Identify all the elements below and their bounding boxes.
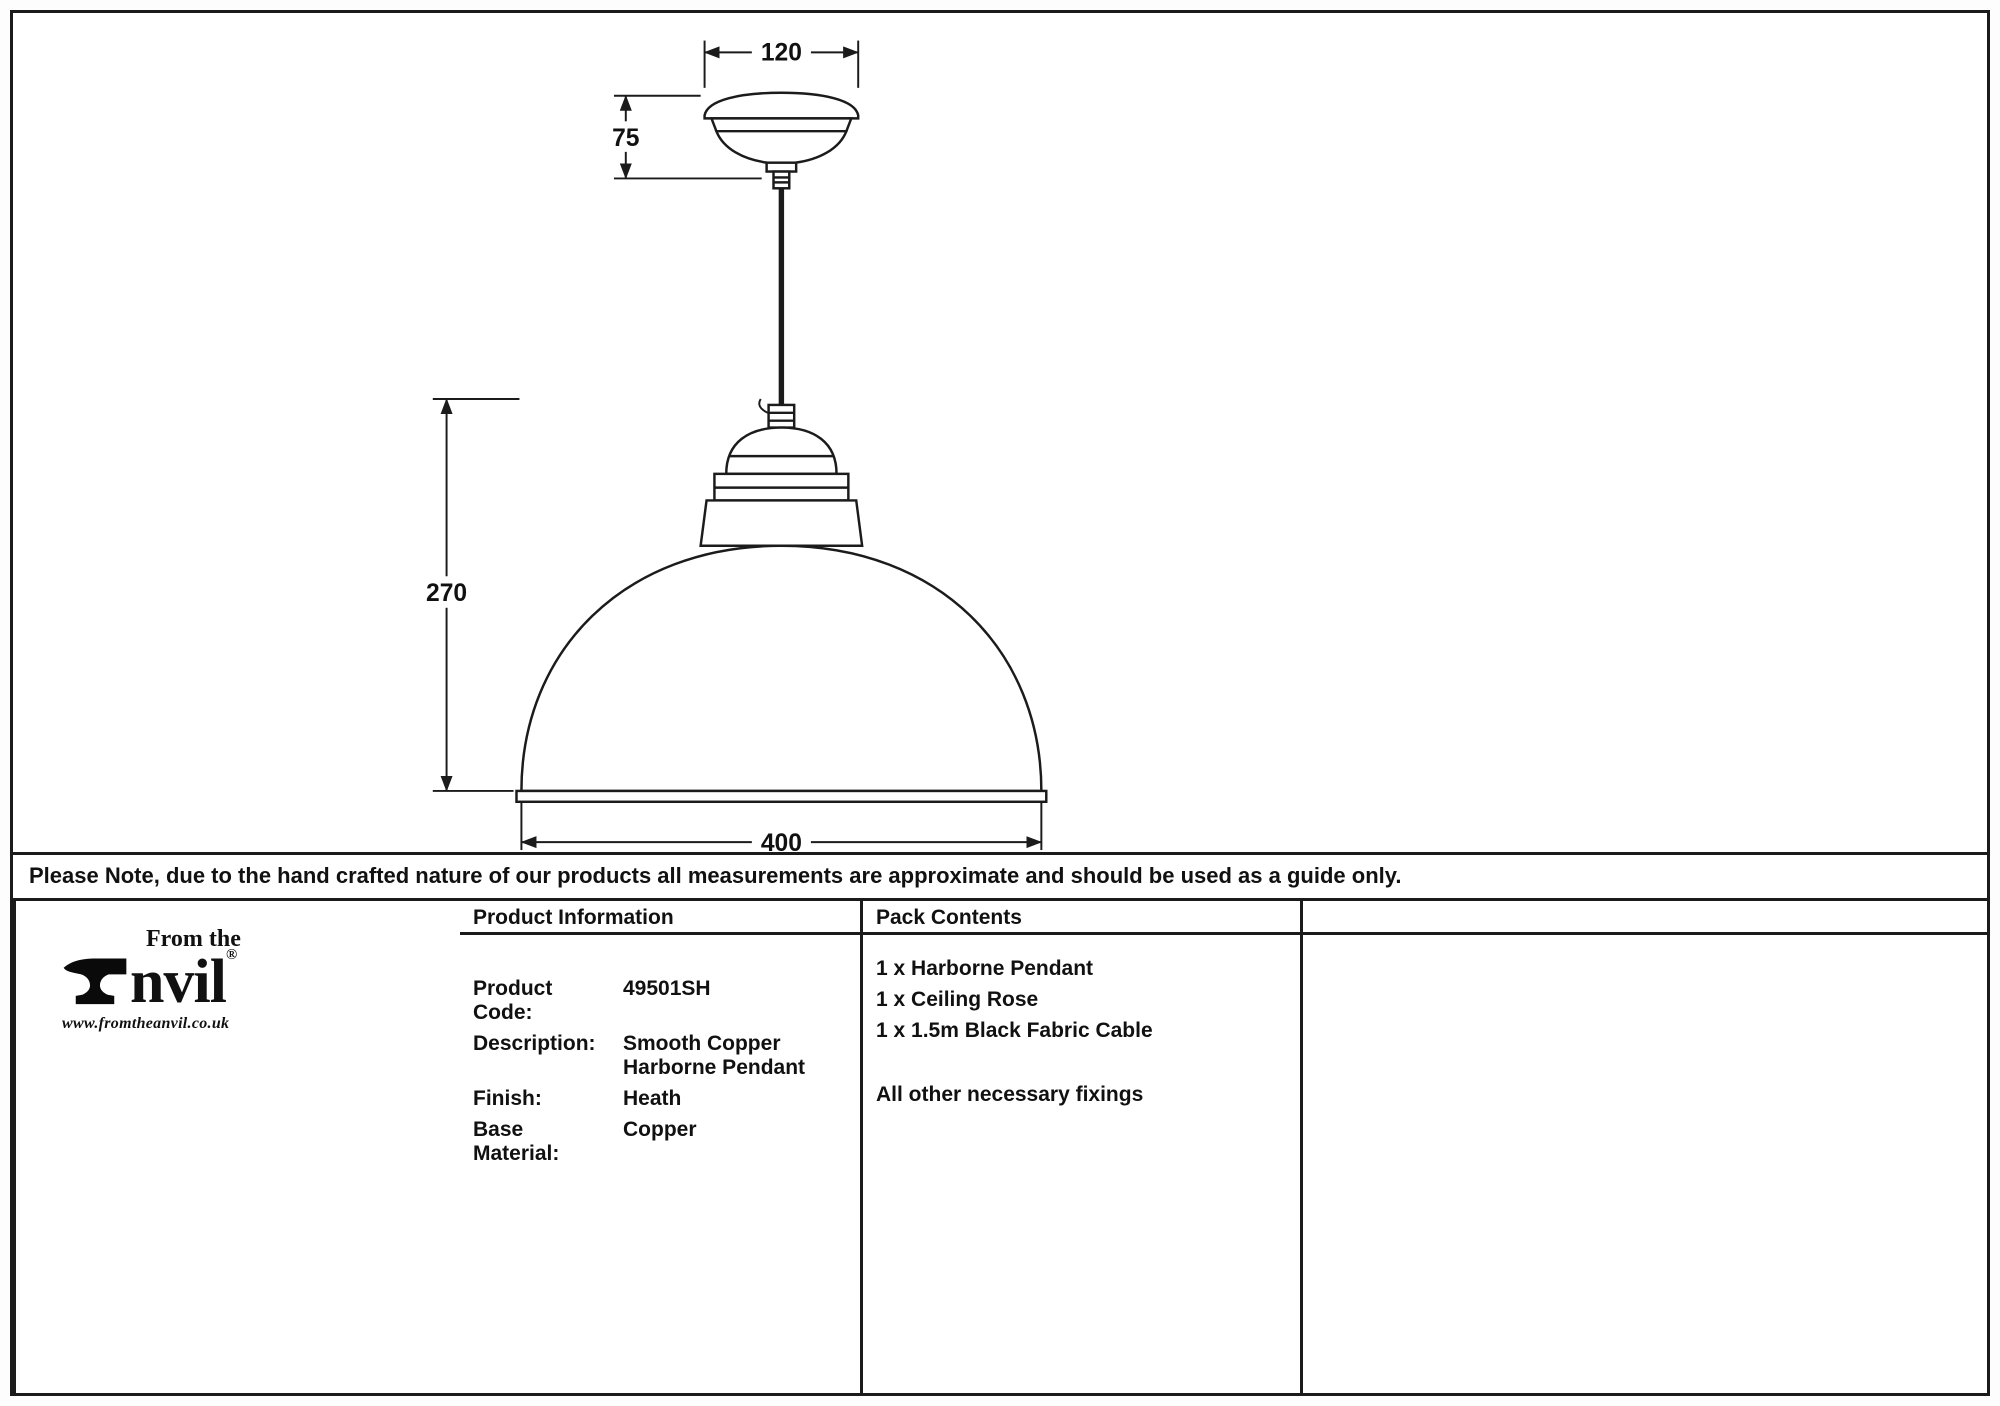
base-material-label: Base Material: [473, 1118, 560, 1165]
from-the-anvil-logo: From the nvil ® www.fromtheanvil.co.uk [62, 927, 282, 1033]
finish-label: Finish: [473, 1087, 542, 1110]
base-material-value: Copper [623, 1118, 697, 1141]
finish-value: Heath [623, 1087, 682, 1110]
pack-item: 1 x 1.5m Black Fabric Cable [876, 1019, 1153, 1042]
ceiling-rose [703, 91, 860, 190]
product-code-label: Product Code: [473, 977, 553, 1024]
brand-logo-cell: From the nvil ® www.fromtheanvil.co.uk [13, 901, 460, 1393]
dimension-rose-width: 120 [703, 35, 860, 88]
logo-name-text: nvil [130, 948, 227, 1017]
logo-website-url: www.fromtheanvil.co.uk [62, 1015, 230, 1032]
pendant-shade [515, 544, 1048, 804]
product-info-table: Product Information Pack Contents From t… [13, 898, 1987, 1393]
registered-trademark-icon: ® [225, 947, 238, 963]
pack-item: 1 x Harborne Pendant [876, 957, 1094, 980]
dim-label-75: 75 [612, 125, 639, 152]
product-information-body: Product Code: 49501SH Description: Smoot… [460, 935, 860, 1393]
measurement-note: Please Note, due to the hand crafted nat… [13, 852, 1987, 898]
description-value: Smooth Copper Harborne Pendant [623, 1032, 806, 1079]
drawing-sheet-frame: 120 75 [10, 10, 1990, 1396]
technical-drawing-area: 120 75 [13, 13, 1987, 852]
pack-contents-footer: All other necessary fixings [876, 1083, 1144, 1106]
description-label: Description: [473, 1032, 596, 1055]
logo-wordmark: nvil ® [62, 948, 282, 1017]
dim-label-120: 120 [761, 39, 802, 66]
dimension-shade-height: 270 [417, 398, 520, 792]
anvil-icon [63, 958, 127, 1005]
empty-body-cell [1300, 935, 1987, 1393]
cable-kink [758, 398, 769, 414]
pendant-outline [515, 91, 1048, 804]
pack-item: 1 x Ceiling Rose [876, 988, 1039, 1011]
pendant-technical-drawing: 120 75 [417, 35, 1048, 852]
pack-contents-header: Pack Contents [860, 901, 1300, 935]
dimension-rose-height: 75 [602, 94, 762, 180]
product-code-value: 49501SH [623, 977, 711, 1000]
dim-label-270: 270 [426, 580, 467, 607]
product-information-header: Product Information [460, 901, 860, 935]
logo-tagline: From the [146, 926, 241, 952]
lamp-holder [699, 403, 864, 547]
dim-label-400: 400 [761, 830, 802, 852]
dimension-shade-width: 400 [520, 801, 1043, 852]
pack-contents-body: 1 x Harborne Pendant 1 x Ceiling Rose 1 … [860, 935, 1300, 1393]
dimension-lines: 120 75 [417, 35, 1043, 852]
product-info-grid: Product Code: 49501SH Description: Smoot… [473, 977, 860, 1166]
empty-header-cell [1300, 901, 1987, 935]
